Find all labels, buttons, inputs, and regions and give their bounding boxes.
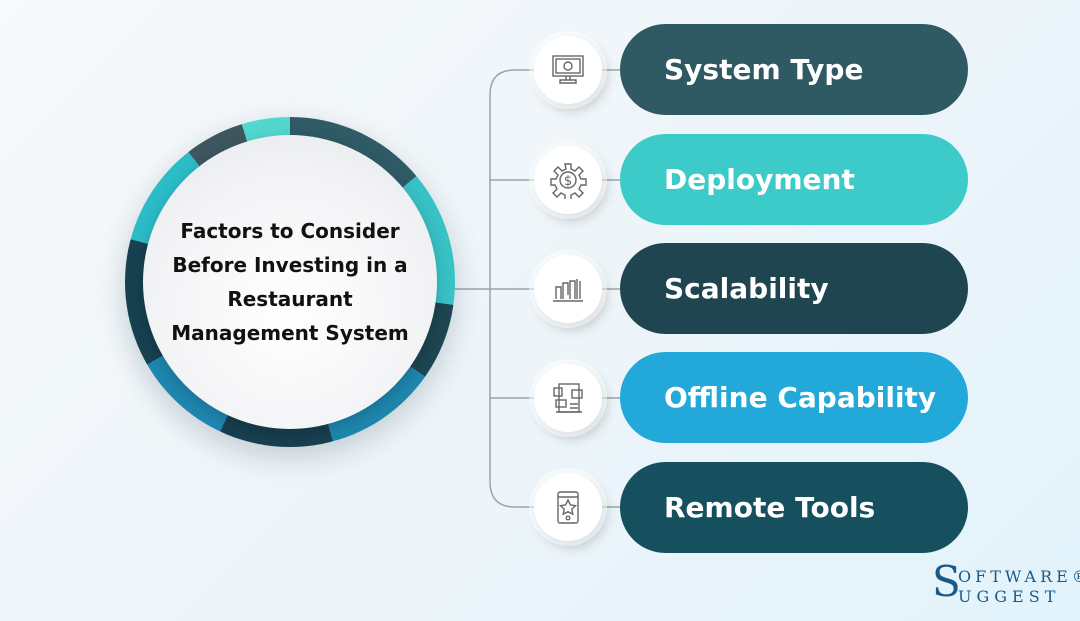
svg-text:$: $ <box>564 174 572 189</box>
factor-label: Remote Tools <box>664 491 876 524</box>
center-disc: Factors to Consider Before Investing in … <box>143 135 437 429</box>
factor-label: Deployment <box>664 163 855 196</box>
bar-chart-icon <box>534 255 602 323</box>
gear-dollar-icon: $ <box>534 146 602 214</box>
logo-initial: S <box>932 557 961 606</box>
monitor-icon <box>534 36 602 104</box>
factor-label: Offline Capability <box>664 381 937 414</box>
factor-remote-tools: Remote Tools <box>620 462 968 553</box>
factor-system-type: System Type <box>620 24 968 115</box>
logo-line1: OFTWARE® <box>958 567 1080 586</box>
factor-scalability: Scalability <box>620 243 968 334</box>
center-title: Factors to Consider Before Investing in … <box>171 219 409 345</box>
chat-document-icon <box>534 364 602 432</box>
factor-label: Scalability <box>664 272 829 305</box>
mobile-star-icon <box>534 473 602 541</box>
factor-deployment: Deployment <box>620 134 968 225</box>
factor-offline-capability: Offline Capability <box>620 352 968 443</box>
logo-line2: UGGEST <box>958 587 1061 606</box>
factor-label: System Type <box>664 53 864 86</box>
